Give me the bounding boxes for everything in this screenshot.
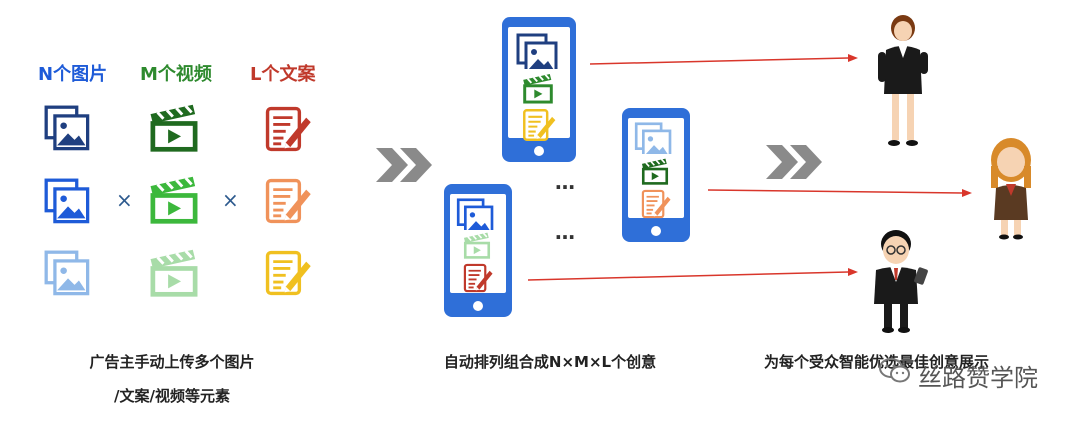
phone-top xyxy=(502,17,576,162)
caption-right: 为每个受众智能优选最佳创意展示 xyxy=(764,353,990,371)
phone-bottom xyxy=(444,184,512,317)
ellipsis: … xyxy=(555,170,577,194)
times-operator: × xyxy=(222,188,239,212)
chevron-double-right-icon xyxy=(766,145,822,179)
header-copies: L个文案 xyxy=(250,64,316,85)
phone-middle xyxy=(622,108,690,242)
caption-left-line1: 广告主手动上传多个图片 xyxy=(89,353,255,371)
caption-left-line2: /文案/视频等元素 xyxy=(114,387,230,405)
chevron-double-right-icon xyxy=(376,148,432,182)
caption-middle: 自动排列组合成N×M×L个创意 xyxy=(443,353,657,371)
watermark-text: 丝路赞学院 xyxy=(918,364,1038,392)
person-icon xyxy=(878,15,928,146)
ellipsis: … xyxy=(555,220,577,244)
wechat-icon xyxy=(879,358,910,383)
header-videos: M个视频 xyxy=(140,64,212,85)
person-icon xyxy=(991,138,1031,240)
header-images: N个图片 xyxy=(38,64,108,85)
person-icon xyxy=(874,230,928,333)
times-operator: × xyxy=(116,188,133,212)
